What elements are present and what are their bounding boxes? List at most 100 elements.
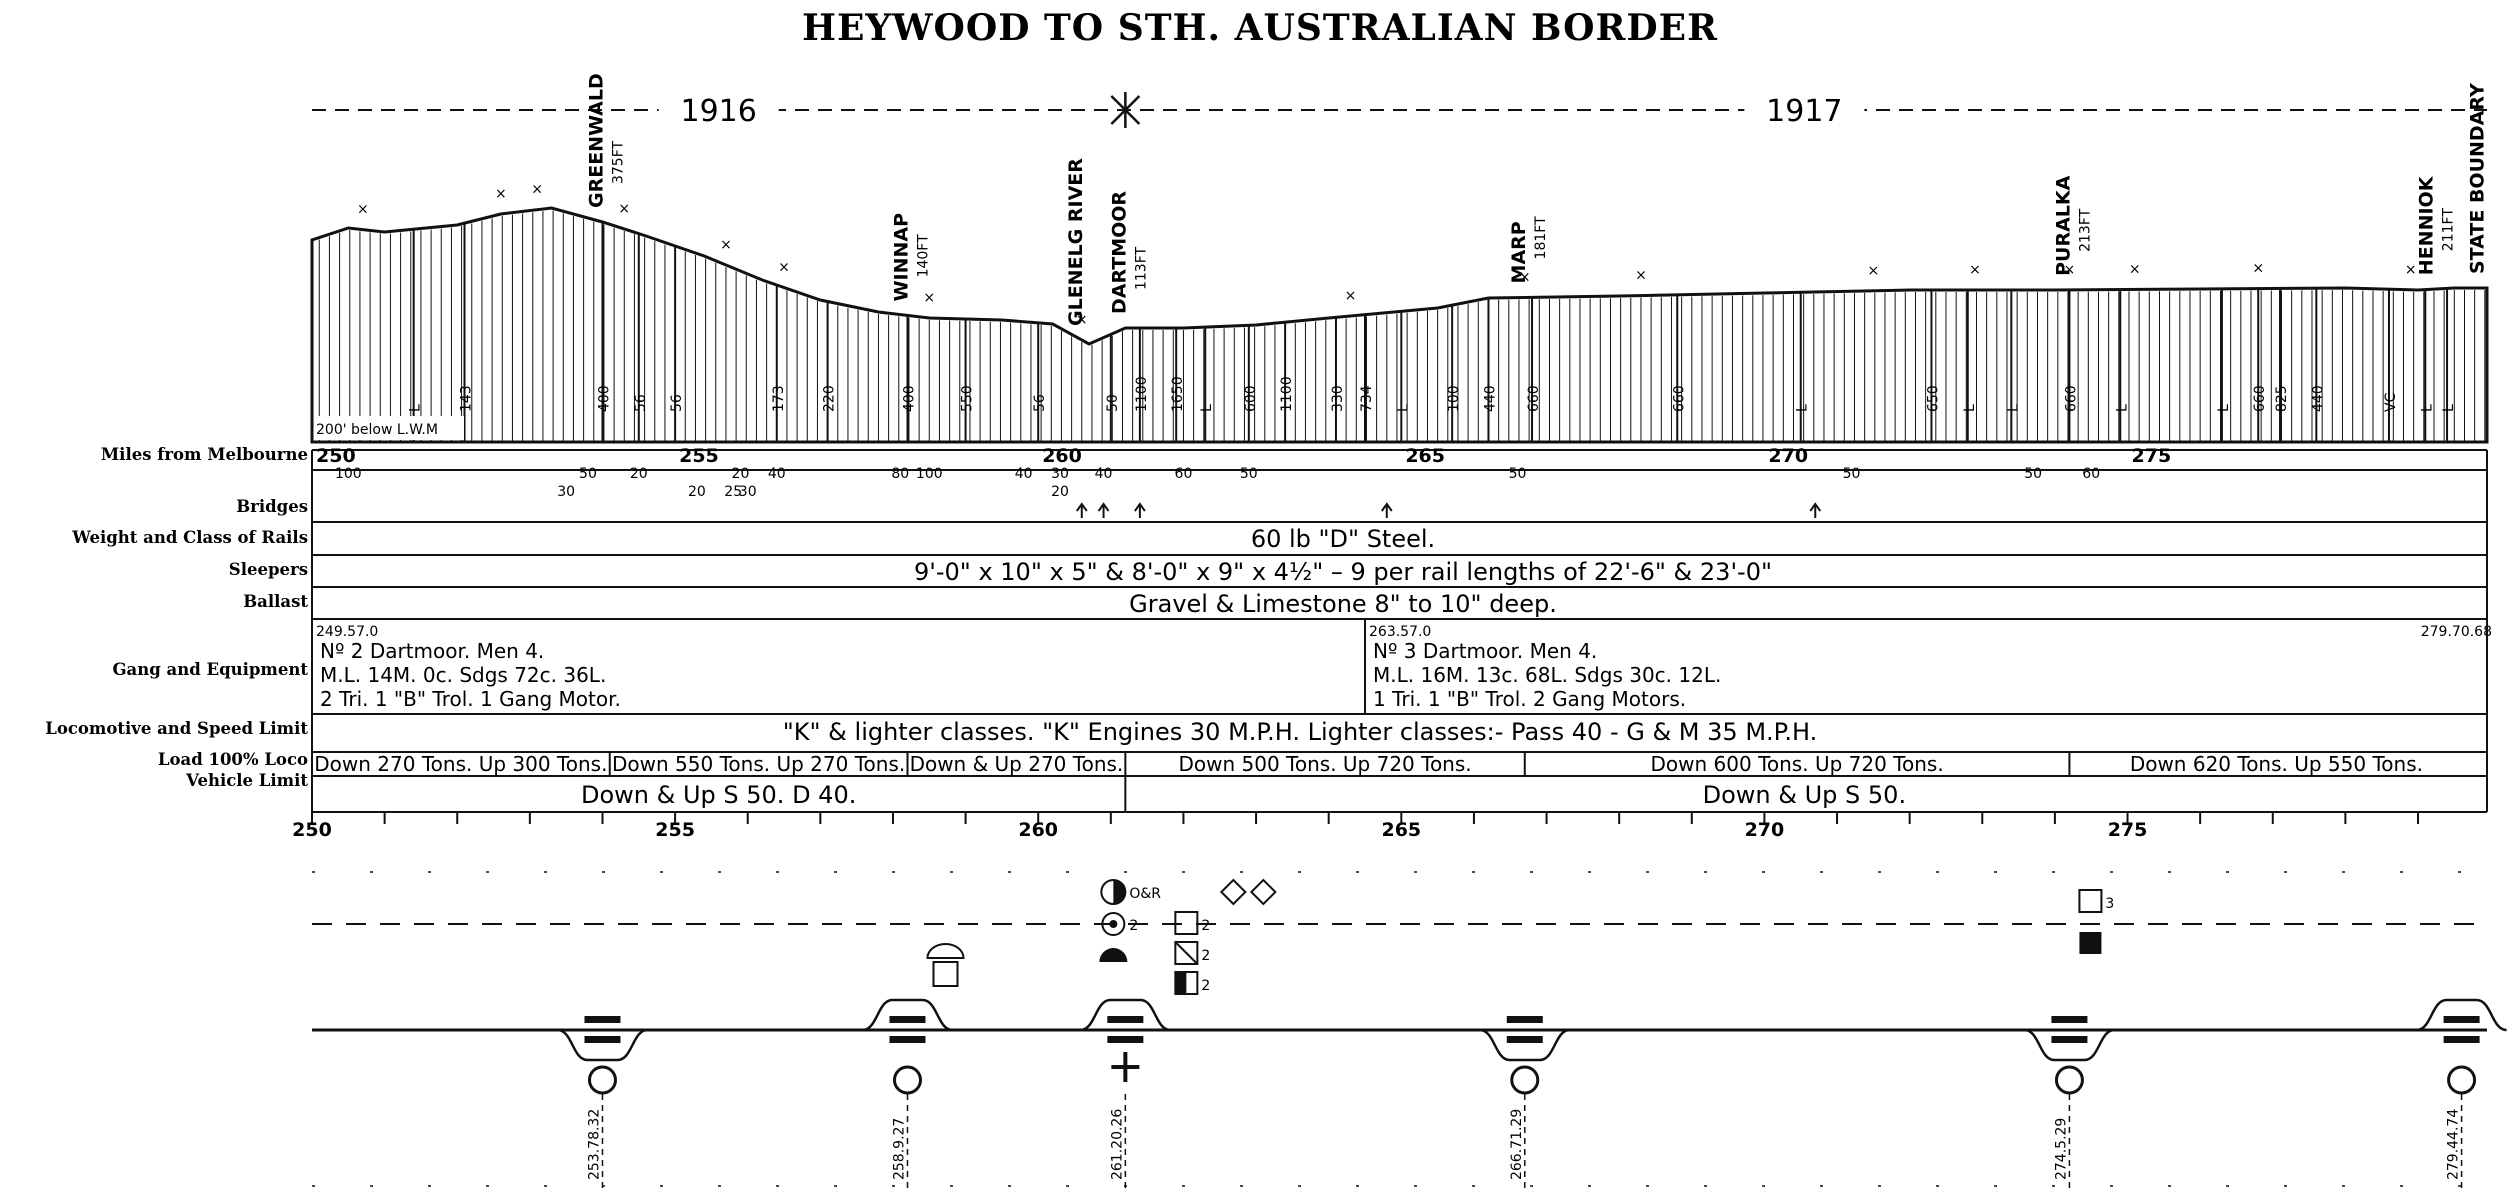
curve-mark-4: 20 [1051, 484, 1069, 500]
gradient-label-7: 400 [901, 385, 917, 412]
dartmoor-symbol-label-0: O&R [1129, 886, 1161, 902]
gradient-label-26: L [2005, 404, 2021, 412]
row-label-vehicle: Vehicle Limit [185, 771, 308, 790]
gradient-label-6: 220 [822, 385, 838, 412]
gang-line-0-2: 2 Tri. 1 "B" Trol. 1 Gang Motor. [320, 687, 621, 711]
summit-mark-10: × [1635, 268, 1647, 284]
gradient-label-15: 1100 [1279, 376, 1295, 412]
gradient-label-12: 1650 [1170, 376, 1186, 412]
station-circle-4 [2054, 1065, 2084, 1095]
track-mile-label-5: 275 [2108, 819, 2148, 841]
year-label-1917: 1917 [1766, 94, 1842, 129]
diamond-icon-a [1219, 878, 1247, 906]
speed-mark-4: 40 [768, 466, 786, 482]
station-point-label-5: 279.44.74 [2446, 1109, 2462, 1180]
speed-mark-12: 50 [1509, 466, 1527, 482]
curve-mark-3: 30 [739, 484, 757, 500]
mile-marker-0: 250 [316, 445, 356, 467]
speed-mark-6: 100 [916, 466, 943, 482]
station-name-6: HENNIOK [2416, 175, 2438, 275]
track-mile-label-3: 265 [1381, 819, 1421, 841]
platform-2 [1080, 998, 1171, 1032]
bridge-arrow-1 [1097, 502, 1110, 512]
rails-value: 60 lb "D" Steel. [1251, 525, 1435, 553]
gradient-label-31: 825 [2274, 385, 2290, 412]
load-text-3: Down 500 Tons. Up 720 Tons. [1178, 752, 1471, 776]
row-label-loco: Locomotive and Speed Limit [45, 719, 308, 738]
station-point-label-4: 274.5.29 [2053, 1118, 2069, 1180]
mile-marker-3: 265 [1405, 445, 1445, 467]
gradient-label-14: 600 [1243, 385, 1259, 412]
platform-1 [862, 998, 953, 1032]
loco-value: "K" & lighter classes. "K" Engines 30 M.… [783, 718, 1818, 746]
gang-line-0-0: Nº 2 Dartmoor. Men 4. [320, 639, 544, 663]
gradient-label-19: 100 [1446, 385, 1462, 412]
year-divider-cross-b [1110, 95, 1141, 125]
summit-mark-12: × [1969, 262, 1981, 278]
gradient-label-20: 440 [1482, 385, 1498, 412]
target-dot-icon [1109, 920, 1118, 928]
speed-mark-10: 60 [1175, 466, 1193, 482]
station-point-label-0: 253.78.32 [586, 1109, 602, 1180]
puralka-filled-square-icon [2079, 932, 2102, 954]
gang-line-1-0: Nº 3 Dartmoor. Men 4. [1373, 639, 1597, 663]
speed-mark-15: 60 [2082, 466, 2100, 482]
gradient-label-4: 56 [669, 394, 685, 412]
mile-marker-1: 255 [679, 445, 719, 467]
profile-end-label: 279.70.68 [2421, 624, 2492, 640]
gradient-label-18: L [1395, 404, 1411, 412]
station-bar-lower-4 [2051, 1036, 2088, 1043]
station-height-5: 213FT [2077, 208, 2093, 252]
gradient-label-23: L [1795, 404, 1811, 412]
speed-mark-8: 30 [1051, 466, 1069, 482]
gradient-label-28: L [2114, 404, 2130, 412]
summit-mark-4: × [720, 237, 732, 253]
gang-line-1-1: M.L. 16M. 13c. 68L. Sdgs 30c. 12L. [1373, 663, 1721, 687]
load-text-2: Down & Up 270 Tons. [910, 752, 1124, 776]
track-mile-label-2: 260 [1018, 819, 1058, 841]
row-label-ballast: Ballast [243, 592, 308, 611]
diag-square-icon [1174, 941, 1199, 965]
station-bar-lower-5 [2443, 1036, 2480, 1043]
gradient-label-35: L [2441, 404, 2457, 412]
station-bar-4 [2051, 1016, 2088, 1023]
platform-0 [557, 1028, 648, 1062]
station-bar-lower-3 [1506, 1036, 1543, 1043]
station-height-0: 375FT [610, 140, 626, 184]
station-point-label-3: 266.71.29 [1509, 1109, 1525, 1180]
gradient-label-22: 660 [1671, 385, 1687, 412]
station-point-label-1: 258.9.27 [891, 1118, 907, 1180]
ballast-value: Gravel & Limestone 8" to 10" deep. [1129, 590, 1557, 618]
gradient-label-32: 440 [2310, 385, 2326, 412]
station-bar-2 [1107, 1016, 1144, 1023]
gradient-label-30: 660 [2252, 385, 2268, 412]
speed-mark-13: 50 [1843, 466, 1861, 482]
diagram-title: HEYWOOD TO STH. AUSTRALIAN BORDER [802, 7, 1718, 49]
station-bar-lower-2 [1107, 1036, 1144, 1043]
gradient-label-24: 650 [1925, 385, 1941, 412]
year-label-1916: 1916 [680, 94, 756, 129]
station-bar-5 [2443, 1016, 2480, 1023]
station-bar-1 [889, 1016, 926, 1023]
gradient-label-25: L [1962, 404, 1978, 412]
datum-label-bg [314, 416, 464, 440]
track-mile-label-0: 250 [292, 819, 332, 841]
load-text-4: Down 600 Tons. Up 720 Tons. [1651, 752, 1944, 776]
gradient-label-21: 660 [1526, 385, 1542, 412]
speed-mark-11: 50 [1240, 466, 1258, 482]
bridge-arrow-0 [1075, 502, 1088, 512]
summit-mark-11: × [1867, 263, 1879, 279]
mile-marker-4: 270 [1768, 445, 1808, 467]
station-name-2: GLENELG RIVER [1065, 158, 1087, 326]
load-text-1: Down 550 Tons. Up 270 Tons. [612, 752, 905, 776]
speed-mark-14: 50 [2024, 466, 2042, 482]
speed-mark-3: 20 [732, 466, 750, 482]
gradient-label-34: L [2419, 404, 2435, 412]
signal-circle-icon [1100, 879, 1127, 905]
gang-line-0-1: M.L. 14M. 0c. Sdgs 72c. 36L. [320, 663, 606, 687]
